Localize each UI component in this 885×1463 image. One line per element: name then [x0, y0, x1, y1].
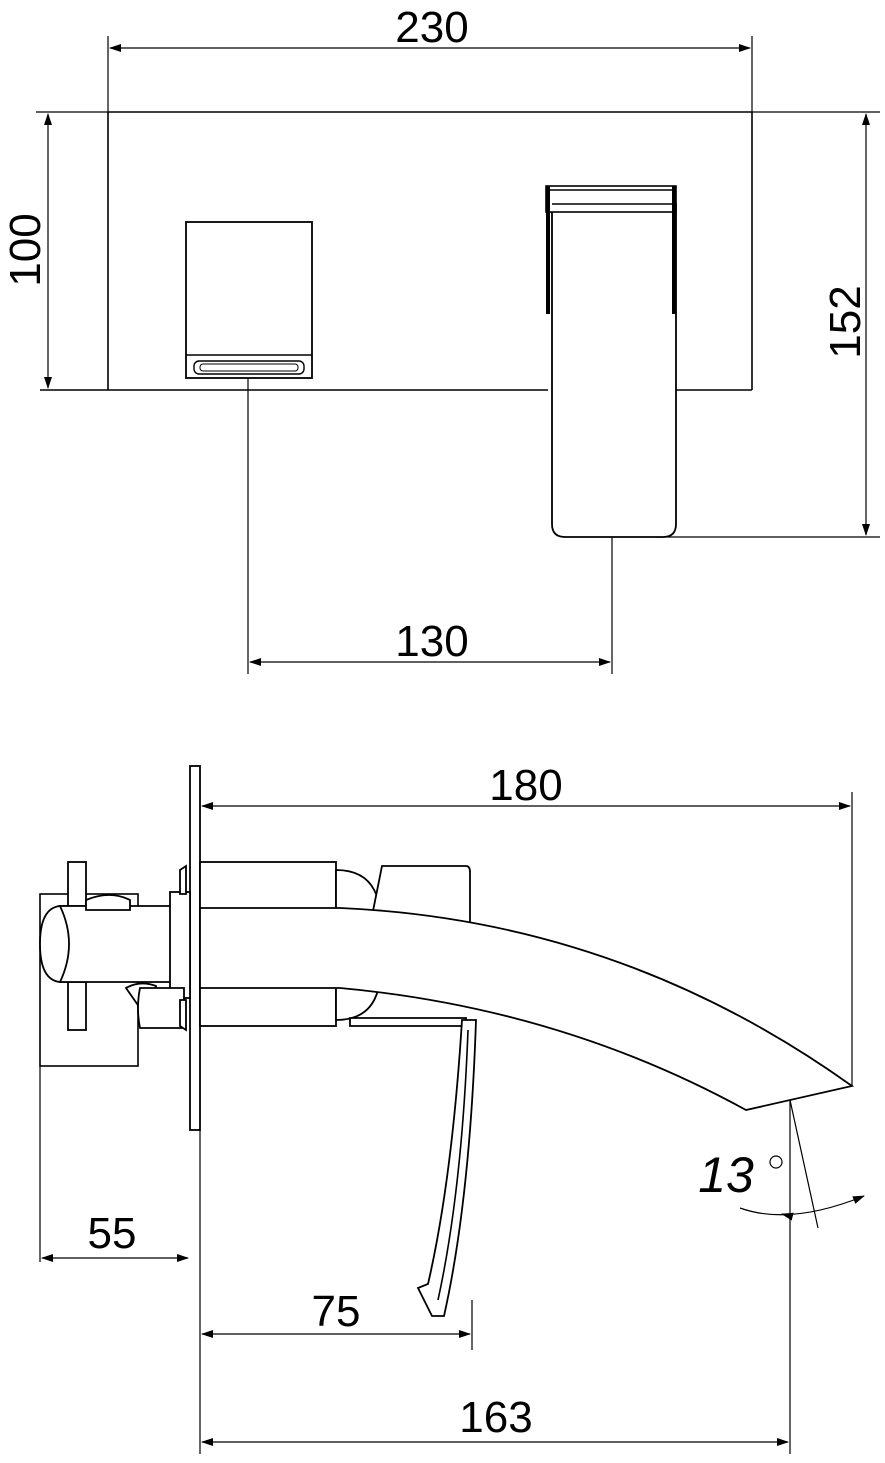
front-spout — [545, 185, 677, 538]
dimension-180-label: 180 — [489, 761, 562, 810]
dimension-75: 75 — [201, 1287, 471, 1338]
dimension-152-label: 152 — [821, 285, 870, 358]
dimension-100: 100 — [1, 113, 52, 389]
dimension-163-label: 163 — [459, 1393, 532, 1442]
side-cross-handle — [39, 861, 191, 1067]
side-extension-lines — [39, 792, 853, 1454]
dimension-55-label: 55 — [88, 1209, 137, 1258]
dimension-152: 152 — [821, 113, 870, 536]
degree-symbol — [769, 1155, 783, 1169]
front-view: 230 100 152 130 — [1, 3, 880, 674]
dimension-55: 55 — [41, 1209, 189, 1262]
dimension-angle-13-label: 13 — [698, 1147, 754, 1203]
side-lever — [416, 1019, 477, 1317]
dimension-130-label: 130 — [395, 617, 468, 666]
side-view: 180 55 75 163 13 — [39, 761, 865, 1454]
dimension-angle-13: 13 — [698, 1147, 865, 1221]
dimension-163: 163 — [201, 1393, 789, 1446]
dimension-75-label: 75 — [312, 1287, 361, 1336]
front-handle — [185, 221, 313, 379]
dimension-230: 230 — [109, 3, 751, 52]
dimension-100-label: 100 — [1, 213, 50, 286]
side-wall-plate — [189, 765, 201, 1131]
dimension-230-label: 230 — [395, 3, 468, 52]
front-wall-plate — [40, 111, 753, 391]
dimension-180: 180 — [201, 761, 851, 810]
front-extension-lines — [36, 36, 880, 674]
dimension-130: 130 — [249, 617, 611, 666]
